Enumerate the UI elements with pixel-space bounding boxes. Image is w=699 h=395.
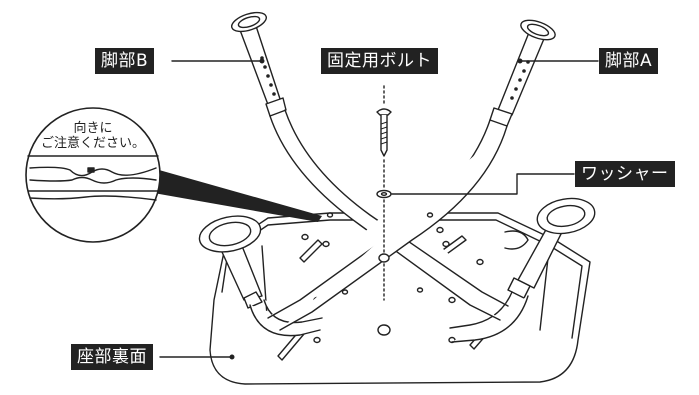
bolt-shank [380, 114, 388, 157]
cross-holes [326, 212, 434, 295]
rear-right-leg [449, 197, 596, 343]
leg-a-label: 脚部A [599, 48, 659, 74]
bolt-thread [380, 121, 388, 145]
fixing-bolt-label: 固定用ボルト [321, 48, 438, 74]
orientation-note: 向きに ご注意ください。 [30, 121, 156, 151]
seat-underside-label: 座部裏面 [71, 344, 153, 370]
seat-rib-right [539, 257, 549, 331]
center-pivot-hole [378, 253, 390, 263]
seat-outline [209, 212, 591, 385]
washer [376, 189, 392, 199]
rear-left-leg [198, 215, 323, 337]
leg-a [267, 19, 556, 331]
seat-notch [504, 230, 529, 250]
bolt-head [376, 108, 392, 116]
washer-label: ワッシャー [575, 161, 675, 187]
orientation-note-line-2: ご注意ください。 [40, 136, 145, 151]
leg-b-label: 脚部B [95, 48, 155, 74]
zoom-detail [27, 155, 159, 201]
washer-leader [391, 173, 575, 195]
zoom-pointer [148, 168, 322, 222]
zoom-circle [25, 107, 161, 243]
orientation-note-line-1: 向きに [73, 121, 113, 136]
seat-slot-3 [299, 239, 323, 263]
